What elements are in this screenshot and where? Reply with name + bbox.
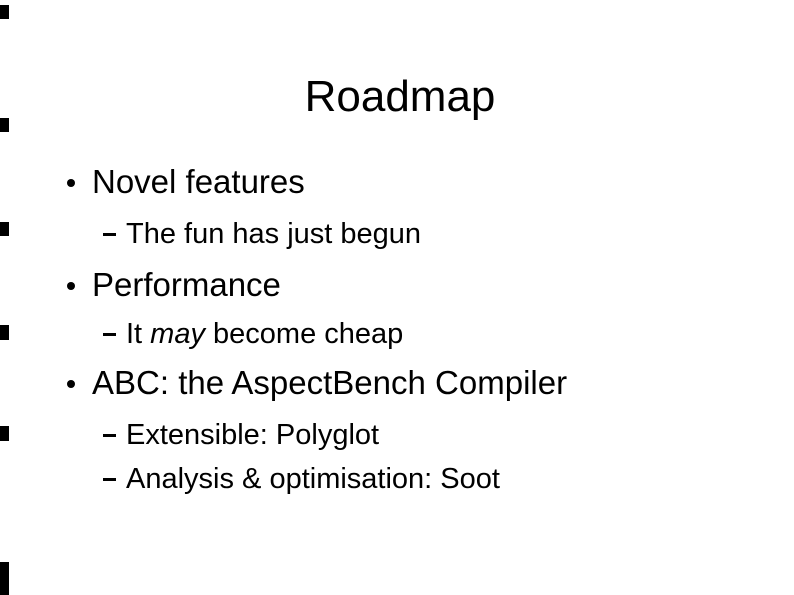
bullet-text: ABC: the AspectBench Compiler: [92, 364, 568, 401]
sub-bullet-text: The fun has just begun: [126, 218, 422, 250]
slide-title: Roadmap: [304, 72, 496, 121]
scan-artifact-mark: [0, 426, 9, 441]
sub-bullet-text: Extensible: Polyglot: [126, 419, 380, 451]
bullet-item-abc-compiler: ABC: the AspectBench Compiler: [67, 366, 567, 399]
sub-bullet-may-become-cheap: It may become cheap: [103, 320, 403, 349]
scan-artifact-mark: [0, 222, 9, 236]
bullet-item-performance: Performance: [67, 268, 281, 301]
scan-artifact-mark: [0, 325, 9, 340]
sub-bullet-fun-begun: The fun has just begun: [103, 220, 421, 249]
sub-bullet-extensible-polyglot: Extensible: Polyglot: [103, 421, 379, 450]
scan-artifact-mark: [0, 562, 9, 595]
bullet-dot-icon: [67, 380, 75, 388]
dash-bullet-icon: [103, 333, 116, 336]
bullet-text: Performance: [92, 266, 281, 303]
dash-bullet-icon: [103, 233, 116, 236]
sub-bullet-analysis-soot: Analysis & optimisation: Soot: [103, 465, 500, 494]
text-pre: It: [126, 318, 151, 350]
bullet-dot-icon: [67, 179, 75, 187]
dash-bullet-icon: [103, 478, 116, 481]
bullet-dot-icon: [67, 282, 75, 290]
sub-bullet-text: Analysis & optimisation: Soot: [126, 463, 500, 495]
scan-artifact-mark: [0, 5, 9, 19]
sub-bullet-text: It may become cheap: [126, 320, 403, 349]
text-post: become cheap: [204, 318, 404, 350]
scan-artifact-mark: [0, 118, 9, 132]
bullet-text: Novel features: [92, 163, 305, 200]
dash-bullet-icon: [103, 434, 116, 437]
text-italic: may: [150, 318, 205, 350]
bullet-item-novel-features: Novel features: [67, 165, 305, 198]
